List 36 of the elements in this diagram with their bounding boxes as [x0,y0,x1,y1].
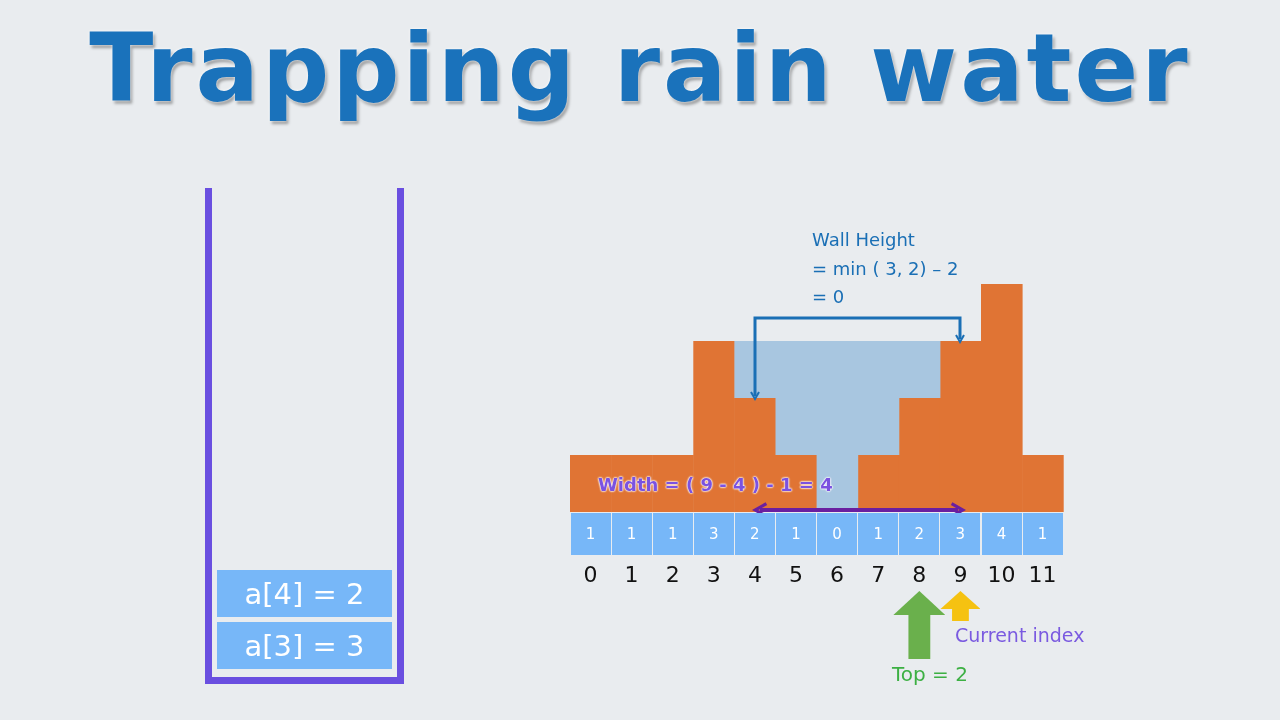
wall-height-formula: = 0 [812,286,845,307]
array-cell: 1 [652,513,693,555]
stack-container [205,188,404,684]
index-number: 5 [775,561,817,589]
array-cell: 2 [899,513,940,555]
array-cell: 1 [776,513,816,555]
array-cell: 1 [858,513,899,555]
array-cell: 3 [693,513,734,555]
width-formula: Width = ( 9 - 4 ) - 1 = 4 [598,474,833,495]
array-cell: 4 [981,513,1022,555]
index-number: 3 [693,561,735,589]
pointer-label: Top = 2 [892,662,968,686]
index-number: 1 [611,561,653,589]
index-number: 6 [816,561,858,589]
stack-item: a[3] = 3 [217,622,392,669]
index-number: 9 [939,561,981,589]
array-cell: 2 [734,513,775,555]
array-cell: 1 [611,513,652,555]
pointer-arrow [940,591,981,621]
index-number: 8 [898,561,940,589]
index-number: 11 [1022,561,1064,589]
array-cell: 1 [1022,513,1063,555]
index-number: 7 [857,561,899,589]
index-number: 10 [981,561,1022,589]
array-cell: 3 [940,513,981,555]
wall-height-formula: Wall Height [812,229,915,250]
index-number: 4 [734,561,776,589]
pointer-label: Current index [955,624,1085,646]
wall-height-formula: = min ( 3, 2) – 2 [812,258,959,279]
array-cell: 1 [570,513,611,555]
index-number: 2 [652,561,694,589]
array-cell: 0 [817,513,858,555]
index-number: 0 [570,561,611,589]
stack-item: a[4] = 2 [217,570,392,617]
pointer-arrow [893,591,946,659]
title: Trapping rain water [88,14,1192,123]
